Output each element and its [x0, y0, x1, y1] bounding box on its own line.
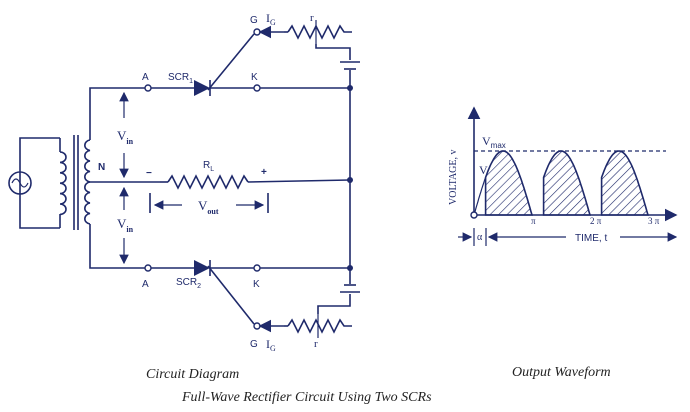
gate-battery-bottom	[340, 284, 360, 293]
gate-resistor-label-bottom: r	[314, 338, 318, 350]
vin-bottom-label: Vin	[117, 216, 134, 234]
plus-sign: +	[261, 167, 267, 178]
circuit-caption: Circuit Diagram	[146, 367, 239, 382]
anode-label-bottom: A	[142, 279, 149, 290]
bottom-rail	[150, 260, 350, 325]
cathode-terminal-top	[253, 84, 261, 92]
gate-current-label-bottom: IG	[266, 337, 276, 353]
circuit-diagram: N Vin Vin A SCR1 K G IG r	[8, 11, 360, 353]
gate-resistor-top	[287, 24, 352, 40]
scr2-symbol	[194, 260, 210, 276]
x-tick-3pi: 3 π	[648, 216, 660, 226]
gate-label-bottom: G	[250, 339, 258, 350]
anode-label-top: A	[142, 72, 149, 83]
ac-source	[8, 137, 60, 229]
vmax-label: Vmax	[482, 134, 506, 150]
transformer-primary	[59, 138, 67, 228]
scr1-label: SCR1	[168, 72, 193, 85]
waveform-caption: Output Waveform	[512, 365, 611, 380]
anode-terminal-bottom	[144, 264, 152, 272]
gate-resistor-label-top: r	[310, 12, 314, 24]
gate-terminal-bottom	[253, 322, 261, 330]
y-axis-label: VOLTAGE, v	[448, 150, 459, 206]
v-label: V	[479, 163, 488, 177]
gate-battery-top	[340, 61, 360, 70]
gate-resistor-bottom	[287, 318, 352, 334]
output-waveform: VOLTAGE, v Vmax V π 2 π 3 π α TIME, t	[448, 106, 678, 246]
gate-terminal-top	[253, 28, 261, 36]
gate-current-label-top: IG	[266, 11, 276, 27]
load-label: RL	[203, 160, 214, 173]
vout-label: Vout	[198, 198, 219, 216]
load-resistor	[160, 174, 351, 190]
vout-indicator	[149, 193, 269, 213]
conduction-half-cycle	[484, 150, 534, 216]
top-rail	[150, 33, 350, 96]
cathode-label-top: K	[251, 72, 258, 83]
cathode-label-bottom: K	[253, 279, 260, 290]
conduction-half-cycle	[600, 150, 650, 216]
blocked-portion-curve	[473, 177, 487, 216]
gate-label-top: G	[250, 15, 258, 26]
alpha-indicator	[458, 228, 500, 246]
conduction-half-cycle	[542, 150, 592, 216]
waveform-shapes	[473, 150, 650, 216]
vin-top-label: Vin	[117, 128, 134, 146]
x-axis-label: TIME, t	[575, 233, 607, 244]
sine-symbol	[11, 178, 29, 188]
gate-circuit-top	[258, 20, 360, 88]
transformer-secondary	[84, 87, 160, 269]
transformer-core	[73, 135, 79, 230]
x-tick-2pi: 2 π	[590, 216, 602, 226]
cathode-terminal-bottom	[253, 264, 261, 272]
scr2-label: SCR2	[176, 277, 201, 290]
minus-sign: −	[146, 168, 152, 179]
gate-circuit-bottom	[258, 268, 360, 338]
x-tick-pi: π	[531, 216, 536, 226]
scr1-symbol	[194, 80, 210, 96]
figure-title: Full-Wave Rectifier Circuit Using Two SC…	[181, 390, 432, 405]
center-tap-label: N	[98, 162, 105, 173]
alpha-label: α	[477, 232, 483, 243]
anode-terminal-top	[144, 84, 152, 92]
